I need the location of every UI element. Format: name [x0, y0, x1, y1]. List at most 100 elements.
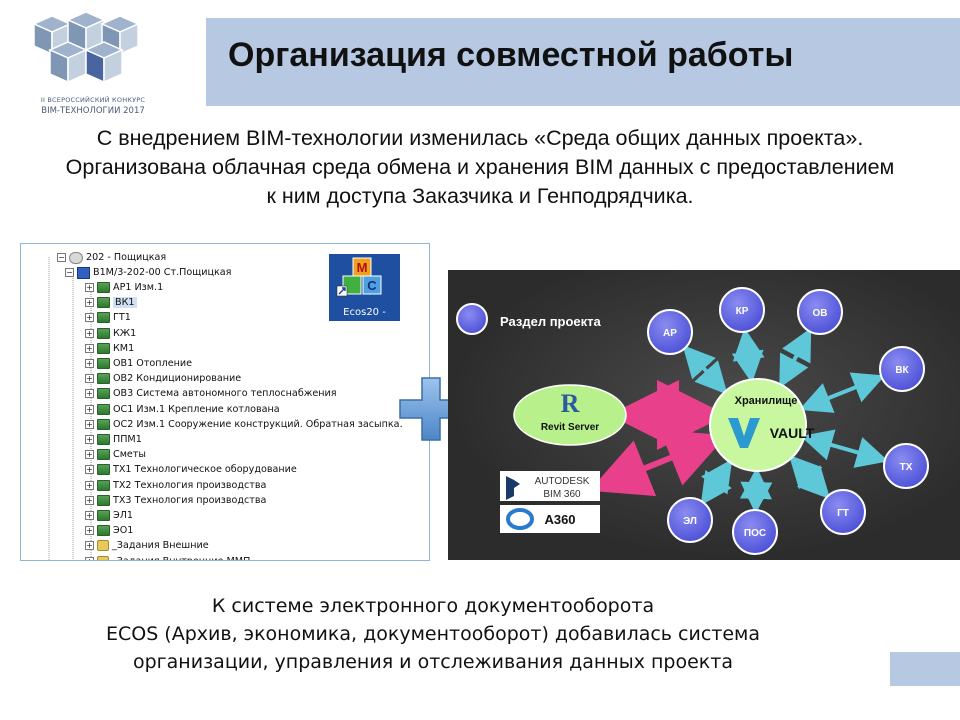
section-folder-icon	[97, 434, 110, 445]
tree-item-label: ОС2 Изм.1 Сооружение конструкций. Обратн…	[113, 418, 403, 430]
expand-icon[interactable]: +	[85, 389, 94, 399]
section-folder-icon	[97, 418, 110, 430]
tree-item[interactable]: +ОВ2 Кондиционирование	[85, 371, 241, 386]
expand-icon[interactable]: +	[85, 541, 94, 551]
section-node	[883, 443, 929, 489]
expand-icon[interactable]: +	[85, 495, 94, 505]
expand-icon[interactable]: +	[85, 511, 94, 520]
legend-node-icon	[456, 303, 488, 335]
expand-icon[interactable]: +	[85, 526, 94, 536]
outro-line-3: организации, управления и отслеживания д…	[133, 651, 733, 673]
expand-icon[interactable]: +	[85, 435, 94, 444]
section-node-label: ВК	[895, 365, 909, 376]
collapse-icon[interactable]: −	[65, 268, 74, 277]
tree-item[interactable]: + ППМ1	[85, 432, 142, 447]
section-folder-icon	[97, 312, 110, 324]
tree-item[interactable]: +АР1 Изм.1	[85, 280, 163, 295]
intro-line-2: Организована облачная среда обмена и хра…	[65, 155, 895, 179]
expand-icon[interactable]: +	[85, 283, 94, 292]
intro-line-3: к ним доступа Заказчика и Генподрядчика.	[266, 184, 694, 208]
expand-icon[interactable]: +	[85, 419, 94, 429]
expand-icon[interactable]: +	[85, 298, 94, 308]
expand-icon[interactable]: +	[85, 450, 94, 460]
expand-icon[interactable]: +	[85, 404, 94, 414]
tree-item-label: ЭЛ1	[113, 510, 134, 521]
vault-brand: VAULT	[770, 425, 815, 441]
expand-icon[interactable]: +	[85, 359, 94, 368]
expand-icon[interactable]: +	[85, 480, 94, 490]
tree-item-label: КЖ1	[113, 327, 137, 339]
node-arrow	[800, 429, 889, 468]
tree-item[interactable]: + Сметы	[85, 447, 146, 462]
collapse-icon[interactable]: −	[57, 253, 66, 262]
outro-line-2: ECOS (Архив, экономика, документооборот)…	[105, 623, 761, 645]
tree-item[interactable]: +_Задания Внешние	[85, 538, 209, 553]
tree-item[interactable]: + ЭЛ1	[85, 508, 133, 523]
tree-item[interactable]: +ГТ1	[85, 310, 131, 325]
section-folder-icon	[97, 388, 110, 400]
expand-icon[interactable]: +	[85, 328, 94, 338]
expand-icon[interactable]: +	[85, 465, 94, 475]
section-folder-icon	[97, 464, 110, 476]
section-node	[667, 497, 713, 543]
section-node-label: АР	[663, 328, 677, 339]
expand-icon[interactable]: +	[85, 313, 94, 323]
revit-label: Revit Server	[541, 422, 599, 433]
section-node-label: ТХ	[900, 462, 913, 473]
tree-item[interactable]: + ВК1	[85, 295, 137, 310]
tree-item[interactable]: + _Задания Внутренние ММП	[85, 554, 250, 560]
tree-item[interactable]: +ОС1 Изм.1 Крепление котлована	[85, 402, 280, 417]
expand-icon[interactable]: +	[85, 343, 94, 353]
bim360-vault-arrow	[589, 429, 727, 497]
expand-icon[interactable]: +	[85, 374, 94, 384]
cube-logo-icon	[32, 12, 140, 84]
tree-item-label: Сметы	[113, 449, 147, 461]
section-node-label: КР	[736, 306, 749, 317]
plus-icon	[399, 377, 463, 441]
section-folder-icon	[97, 297, 110, 309]
database-icon	[69, 251, 83, 264]
tree-item[interactable]: +ТХ3 Технология производства	[85, 493, 266, 508]
node-arrow	[731, 327, 765, 384]
tree-item[interactable]: +ЭО1	[85, 523, 133, 538]
tree-item[interactable]: + КЖ1	[85, 326, 136, 341]
section-folder-icon	[97, 327, 110, 339]
tree-item[interactable]: + ОВ3 Система автономного теплоснабжения	[85, 386, 337, 401]
section-node-label: ЭЛ	[683, 516, 697, 527]
tree-project[interactable]: − В1М/3-202-00 Ст.Пощицкая	[65, 265, 231, 280]
ecos-logo-icon: M C	[336, 257, 382, 297]
task-folder-icon	[97, 555, 109, 560]
tree-item[interactable]: +ТХ1 Технологическое оборудование	[85, 462, 297, 477]
svg-text:M: M	[357, 260, 368, 275]
section-folder-icon	[97, 282, 110, 293]
section-node	[820, 489, 866, 535]
tree-item-label: КМ1	[113, 342, 135, 354]
tree-item-label: _Задания Внутренние ММП	[112, 556, 250, 560]
vault-center	[709, 378, 807, 472]
tree-item[interactable]: +ОВ1 Отопление	[85, 356, 192, 371]
section-folder-icon	[97, 449, 110, 461]
tree-item-label: ППМ1	[113, 434, 142, 445]
section-node-label: ОВ	[813, 308, 828, 319]
tree-item[interactable]: +ТХ2 Технология производства	[85, 478, 266, 493]
tree-root[interactable]: − 202 - Пощицкая	[57, 250, 166, 265]
section-folder-icon	[97, 494, 110, 506]
diagram-canvas: Раздел проекта Хранилище VAULT R Revit S…	[456, 287, 929, 555]
project-icon	[77, 266, 90, 279]
tree-item-label: ОВ3 Система автономного теплоснабжения	[113, 388, 337, 400]
node-arrow	[788, 454, 831, 500]
bim360-logo-icon	[506, 476, 520, 500]
section-node	[797, 289, 843, 335]
tree-item[interactable]: + ОС2 Изм.1 Сооружение конструкций. Обрат…	[85, 417, 403, 432]
node-arrow	[799, 372, 886, 413]
node-arrow	[700, 459, 733, 506]
tree-item-label: ВК1	[113, 297, 137, 309]
a360-label: A360	[544, 512, 575, 527]
tree-item[interactable]: + КМ1	[85, 341, 134, 356]
ecos-app-icon[interactable]: M C Ecos20 -	[329, 254, 400, 321]
section-node-label: ГТ	[837, 508, 849, 519]
storage-diagram: Раздел проекта Хранилище VAULT R Revit S…	[448, 270, 960, 560]
section-node	[879, 346, 925, 392]
expand-icon[interactable]: +	[85, 556, 94, 560]
